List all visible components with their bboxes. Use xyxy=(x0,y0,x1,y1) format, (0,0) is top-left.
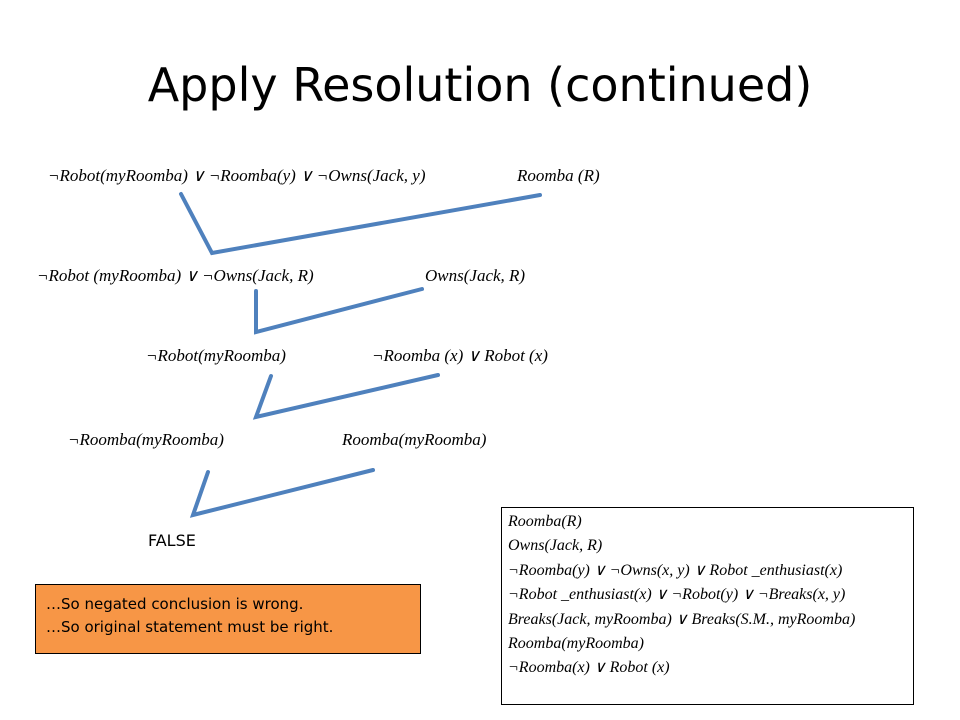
connector-step-2 xyxy=(254,287,424,335)
clause-step-4-right: Roomba(myRoomba) xyxy=(342,430,487,449)
clause-step-1-left: ¬Robot(myRoomba) ∨ ¬Roomba(y) ∨ ¬Owns(Ja… xyxy=(48,166,426,185)
knowledge-base-box: Roomba(R) Owns(Jack, R) ¬Roomba(y) ∨ ¬Ow… xyxy=(501,507,914,705)
kb-clause-5: Breaks(Jack, myRoomba) ∨ Breaks(S.M., my… xyxy=(508,610,856,628)
clause-step-4-left: ¬Roomba(myRoomba) xyxy=(68,430,224,449)
kb-clause-6: Roomba(myRoomba) xyxy=(508,635,644,653)
connector-step-3 xyxy=(252,373,440,420)
connector-step-4 xyxy=(189,468,375,518)
conclusion-note: …So negated conclusion is wrong. …So ori… xyxy=(35,584,421,654)
conclusion-note-line-2: …So original statement must be right. xyxy=(46,618,334,636)
kb-clause-7: ¬Roomba(x) ∨ Robot (x) xyxy=(508,659,670,677)
clause-step-1-right: Roomba (R) xyxy=(517,166,600,185)
clause-step-2-left: ¬Robot (myRoomba) ∨ ¬Owns(Jack, R) xyxy=(37,266,314,285)
conclusion-note-line-1: …So negated conclusion is wrong. xyxy=(46,595,304,613)
kb-clause-2: Owns(Jack, R) xyxy=(508,537,603,555)
kb-clause-4: ¬Robot _enthusiast(x) ∨ ¬Robot(y) ∨ ¬Bre… xyxy=(508,586,846,604)
kb-clause-3: ¬Roomba(y) ∨ ¬Owns(x, y) ∨ Robot _enthus… xyxy=(508,561,843,579)
resolution-result: FALSE xyxy=(148,531,196,550)
clause-step-2-right: Owns(Jack, R) xyxy=(425,266,526,285)
clause-step-3-left: ¬Robot(myRoomba) xyxy=(146,346,286,365)
slide-title: Apply Resolution (continued) xyxy=(147,58,813,112)
connector-step-1 xyxy=(179,192,542,256)
kb-clause-1: Roomba(R) xyxy=(508,513,582,530)
clause-step-3-right: ¬Roomba (x) ∨ Robot (x) xyxy=(372,346,548,365)
